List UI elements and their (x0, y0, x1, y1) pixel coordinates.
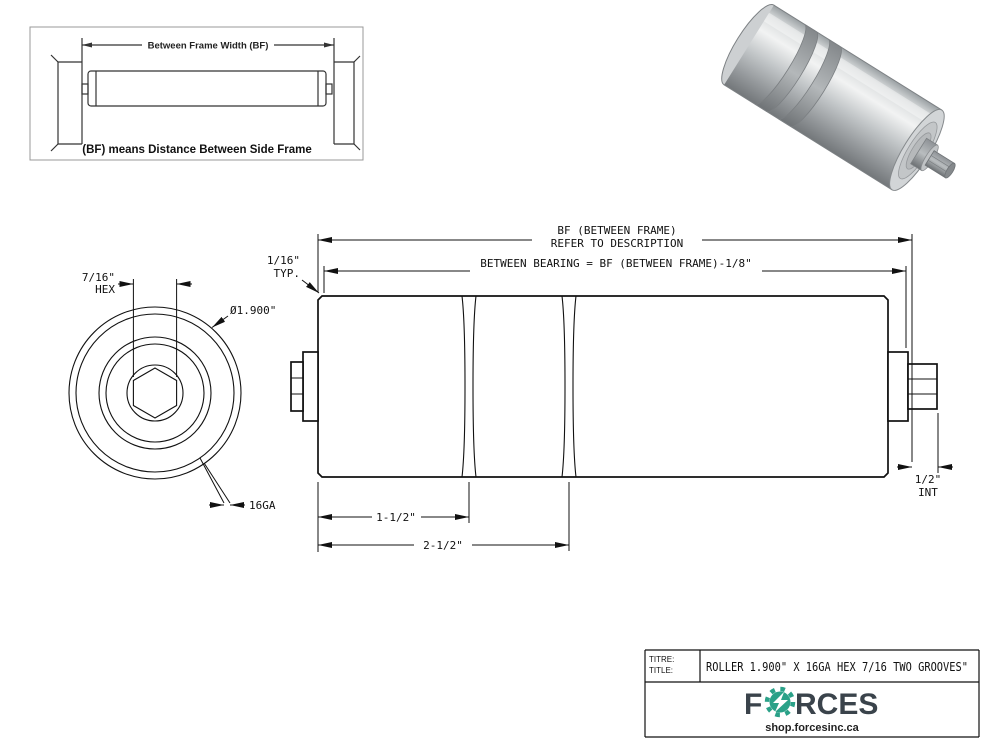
right-hex-facets (908, 378, 937, 395)
int-word-label: INT (918, 486, 938, 499)
groove2-label: 2-1/2" (423, 539, 463, 552)
side-view-dimensions: BF (BETWEEN FRAME) REFER TO DESCRIPTION … (267, 224, 953, 552)
gear-icon (764, 686, 796, 718)
roller-3d-render (721, 4, 956, 191)
bearing-housing-circle (98, 336, 212, 450)
side-view (290, 295, 938, 478)
hex-extension-lines (132, 279, 178, 377)
roller-3d-hex-facets (927, 155, 952, 174)
drawing-title: ROLLER 1.900" X 16GA HEX 7/16 TWO GROOVE… (706, 659, 968, 674)
tube-body (317, 295, 889, 478)
gauge-label: 16GA (249, 499, 276, 512)
hex-size-label: 7/16" (82, 271, 115, 284)
titre-label: TITRE: (649, 655, 674, 664)
left-hex-facets (291, 377, 303, 395)
website-text: shop.forcesinc.ca (765, 722, 859, 734)
typ-leader (301, 279, 320, 294)
roller-3d-body (724, 5, 942, 190)
tube-id-circle (75, 313, 235, 473)
diameter-leader (211, 315, 229, 328)
groove1-label: 1-1/2" (376, 511, 416, 524)
typ-size-label: 1/16" (267, 254, 300, 267)
tube-od-circle (68, 306, 242, 480)
inset-extension-lines (81, 38, 335, 62)
brand-text-rest: RCES (795, 688, 878, 721)
title-label: TITLE: (649, 666, 673, 675)
bf-label-line1: BF (BETWEEN FRAME) (557, 224, 676, 237)
between-bearing-label: BETWEEN BEARING = BF (BETWEEN FRAME)-1/8… (480, 257, 752, 270)
end-view: 7/16" HEX Ø1.900" 16GA (68, 271, 276, 512)
inset-right-frame (333, 55, 361, 151)
bf-label-line2: REFER TO DESCRIPTION (551, 237, 683, 250)
hex-word-label: HEX (95, 283, 115, 296)
wall-thickness-lines (199, 457, 231, 504)
inset-caption: (BF) means Distance Between Side Frame (82, 144, 311, 156)
bearing-inner-circle (105, 343, 205, 443)
typ-word-label: TYP. (274, 267, 301, 280)
inset-dim-label: Between Frame Width (BF) (148, 41, 269, 52)
inset-diagram: Between Frame Width (BF) (BF) means Dist… (29, 26, 364, 161)
right-bearing-cap (887, 351, 909, 422)
title-block: TITRE: TITLE: ROLLER 1.900" X 16GA HEX 7… (644, 649, 980, 738)
right-hex-shaft (907, 363, 938, 410)
shaft-circle (126, 364, 184, 422)
roller-3d-hex-end (944, 162, 956, 179)
left-bearing-cap (302, 351, 319, 422)
diameter-label: Ø1.900" (230, 304, 276, 317)
int-size-label: 1/2" (915, 473, 942, 486)
inset-left-frame (50, 54, 83, 152)
hex-bore (132, 367, 178, 419)
lightning-bolt-icon (773, 692, 788, 712)
groove-2 (561, 295, 577, 478)
left-hex-shaft (290, 361, 304, 412)
brand-logo: F RCES (744, 686, 878, 721)
title-block-borders (644, 649, 980, 738)
groove-1 (461, 295, 477, 478)
brand-text-f: F (744, 688, 762, 721)
inset-roller (81, 70, 333, 107)
roller-3d-outline (723, 4, 943, 191)
